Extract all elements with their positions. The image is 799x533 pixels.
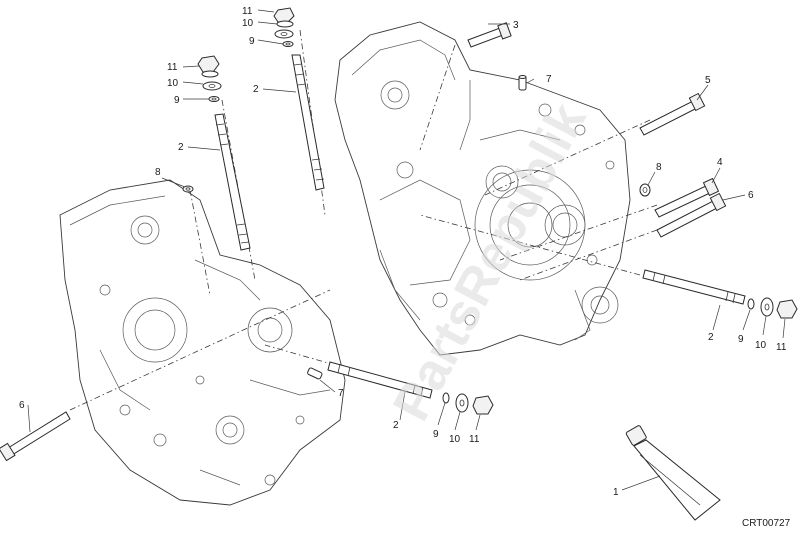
nut-set-right [747, 297, 798, 319]
washer-8-left [182, 185, 194, 193]
callout-11-left: 11 [167, 62, 178, 73]
callout-2-lower: 2 [393, 420, 399, 431]
callout-8-right: 8 [656, 162, 662, 173]
callout-7-upper: 7 [546, 74, 552, 85]
callout-7-lower: 7 [338, 388, 344, 399]
callout-1: 1 [613, 487, 619, 498]
callout-5: 5 [705, 75, 711, 86]
callout-6-right: 6 [748, 190, 754, 201]
callout-8-left: 8 [155, 167, 161, 178]
sealant-tube-1 [625, 425, 721, 521]
right-crankcase-half [334, 21, 631, 356]
nut-set-upper-center [273, 7, 295, 47]
bolt-6-right [656, 192, 727, 238]
dowel-7-lower [307, 367, 323, 380]
nut-set-upper-left [197, 55, 222, 102]
callout-2-upper-center: 2 [253, 84, 259, 95]
bolt-5 [639, 92, 706, 136]
callout-2-right: 2 [708, 332, 714, 343]
callout-9-left: 9 [174, 95, 180, 106]
stud-2-lower [327, 361, 433, 399]
callout-2-upper-left: 2 [178, 142, 184, 153]
callout-4: 4 [717, 157, 723, 168]
nut-set-lower [442, 392, 494, 415]
callout-10-right: 10 [755, 340, 767, 351]
callout-9-lower: 9 [433, 429, 439, 440]
dowel-7-upper [518, 75, 527, 91]
callout-10-upper: 10 [242, 18, 254, 29]
callout-11-right: 11 [776, 342, 787, 353]
stud-2-right [642, 269, 746, 305]
callout-9-upper: 9 [249, 36, 255, 47]
washer-8-right [639, 183, 651, 197]
callout-6-left: 6 [19, 400, 25, 411]
callout-9-right: 9 [738, 334, 744, 345]
callout-10-lower: 10 [449, 434, 461, 445]
callout-11-upper: 11 [242, 6, 253, 17]
bolt-3 [467, 22, 512, 48]
callout-3: 3 [513, 20, 519, 31]
bolt-6-left [0, 411, 71, 462]
callout-10-left: 10 [167, 78, 179, 89]
leader-lines [27, 9, 786, 491]
stud-2-upper-left [214, 113, 251, 251]
callout-11-lower: 11 [469, 434, 480, 445]
drawing-code: CRT00727 [742, 518, 791, 529]
bolt-4 [654, 177, 720, 218]
callout-labels: 11 10 9 3 11 10 9 2 2 7 5 8 8 4 6 2 9 10… [19, 6, 787, 498]
stud-2-upper-center [291, 54, 325, 191]
left-crankcase-half [59, 179, 346, 506]
